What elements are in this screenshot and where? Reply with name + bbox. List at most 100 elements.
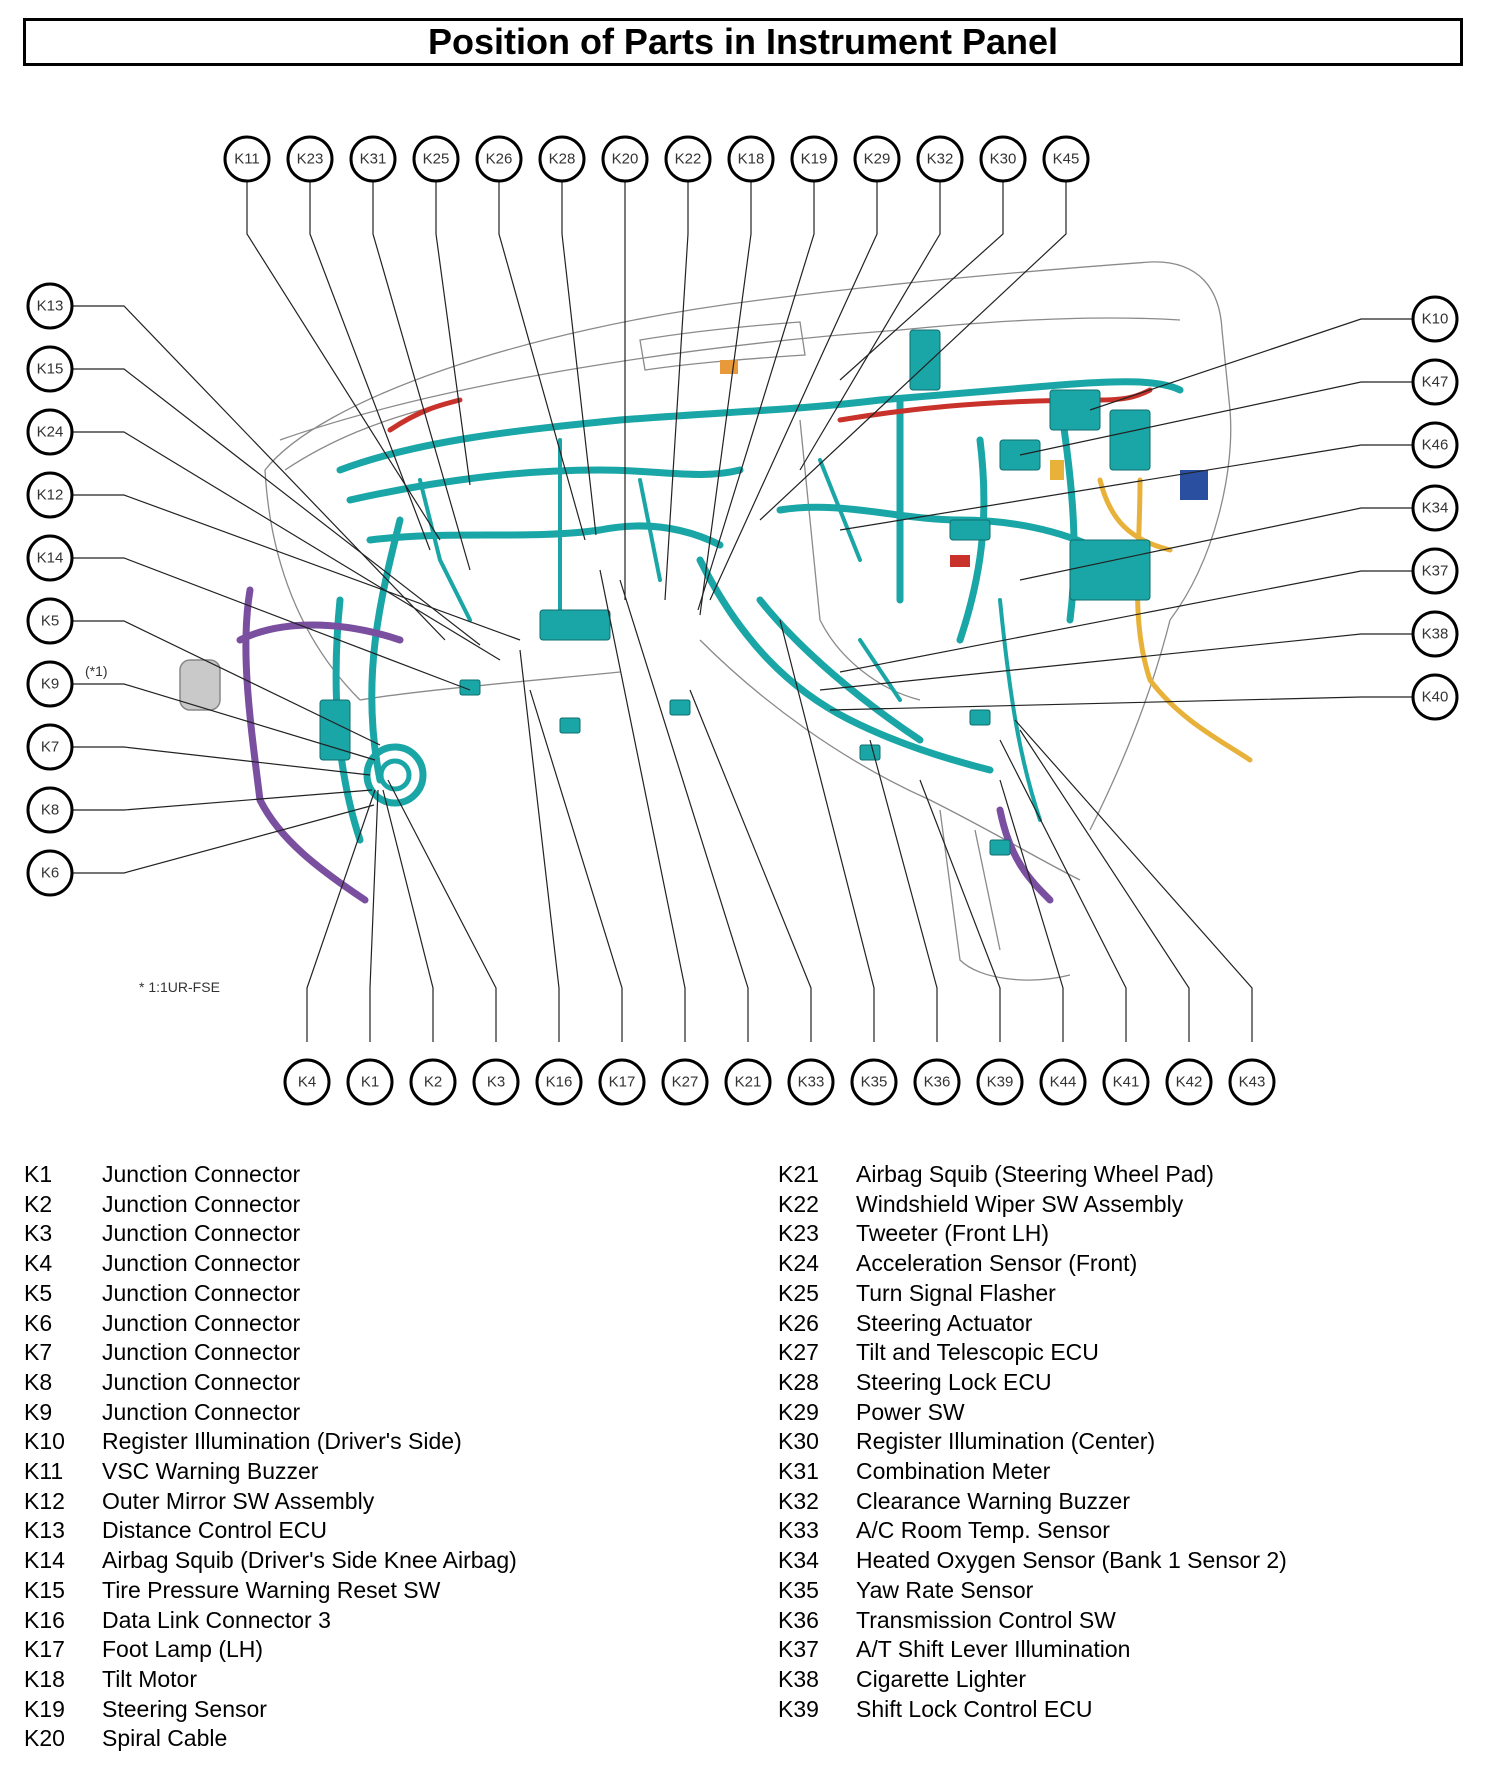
- callout-label: K36: [924, 1074, 951, 1091]
- callout-k16: K16: [535, 1058, 583, 1106]
- callout-label: K9: [41, 676, 59, 693]
- callout-label: K47: [1422, 374, 1449, 391]
- legend-code: K32: [778, 1487, 819, 1514]
- legend-code: K17: [24, 1636, 65, 1663]
- legend-code: K31: [778, 1458, 819, 1485]
- callout-label: K10: [1422, 311, 1449, 328]
- legend-code: K27: [778, 1339, 819, 1366]
- legend-code: K19: [24, 1695, 65, 1722]
- callout-label: K27: [672, 1074, 699, 1091]
- leader-lines: [70, 179, 1415, 1042]
- legend-code: K20: [24, 1725, 65, 1752]
- legend-code: K34: [778, 1547, 819, 1574]
- callout-k45: K45: [1042, 135, 1090, 183]
- legend-code: K14: [24, 1547, 65, 1574]
- legend-code: K13: [24, 1517, 65, 1544]
- callout-k14: K14: [26, 534, 74, 582]
- legend-part-name: Tilt Motor: [102, 1665, 197, 1692]
- callout-label: K20: [612, 151, 639, 168]
- legend-part-name: Airbag Squib (Steering Wheel Pad): [856, 1161, 1214, 1187]
- callout-k27: K27: [661, 1058, 709, 1106]
- legend-row: K14 Airbag Squib (Driver's Side Knee Airb…: [24, 1546, 517, 1576]
- legend-code: K9: [24, 1398, 53, 1425]
- legend-part-name: Junction Connector: [102, 1190, 301, 1217]
- legend-part-name: Foot Lamp (LH): [102, 1636, 264, 1663]
- legend-part-name: A/T Shift Lever Illumination: [856, 1636, 1131, 1663]
- legend-code: K30: [778, 1428, 819, 1455]
- legend-code: K12: [24, 1487, 65, 1514]
- callout-label: K40: [1422, 689, 1449, 706]
- legend-part-name: Tilt and Telescopic ECU: [856, 1339, 1099, 1366]
- callout-k18: K18: [727, 135, 775, 183]
- callout-k8: K8: [26, 786, 74, 834]
- legend-code: K36: [778, 1606, 819, 1633]
- legend-part-name: Windshield Wiper SW Assembly: [856, 1190, 1184, 1217]
- callout-k20: K20: [601, 135, 649, 183]
- legend-code: K24: [778, 1250, 819, 1277]
- callout-label: K37: [1422, 563, 1449, 580]
- wiring-harness: [179, 329, 1253, 904]
- legend-row: K22 Windshield Wiper SW Assembly: [778, 1190, 1287, 1220]
- callout-label: K35: [861, 1074, 888, 1091]
- legend-part-name: Shift Lock Control ECU: [856, 1695, 1093, 1722]
- legend-part-name: Junction Connector: [102, 1339, 301, 1366]
- callout-k4: K4: [283, 1058, 331, 1106]
- legend-part-name: Steering Actuator: [856, 1309, 1033, 1336]
- legend-code: K7: [24, 1339, 53, 1366]
- legend-code: K21: [778, 1161, 819, 1187]
- legend-part-name: Acceleration Sensor (Front): [856, 1250, 1138, 1277]
- legend-part-name: Steering Sensor: [102, 1695, 267, 1722]
- title-box: Position of Parts in Instrument Panel: [23, 18, 1463, 66]
- callout-label: K2: [424, 1074, 442, 1091]
- callout-k25: K25: [412, 135, 460, 183]
- callout-label: K1: [361, 1074, 379, 1091]
- legend-code: K3: [24, 1220, 53, 1247]
- callout-label: K18: [738, 151, 765, 168]
- callout-label: K15: [37, 361, 64, 378]
- callout-label: K34: [1422, 500, 1449, 517]
- callout-k46: K46: [1411, 421, 1459, 469]
- callout-label: K24: [37, 424, 64, 441]
- callout-k6: K6: [26, 849, 74, 897]
- legend-code: K37: [778, 1636, 819, 1663]
- legend-code: K6: [24, 1309, 53, 1336]
- legend-part-name: Clearance Warning Buzzer: [856, 1487, 1130, 1514]
- callout-label: K32: [927, 151, 954, 168]
- legend-part-name: Junction Connector: [102, 1220, 301, 1247]
- legend-row: K19 Steering Sensor: [24, 1695, 517, 1725]
- callout-label: K23: [297, 151, 324, 168]
- callout-label: K30: [990, 151, 1017, 168]
- callout-k2: K2: [409, 1058, 457, 1106]
- callout-k34: K34: [1411, 484, 1459, 532]
- callout-k30: K30: [979, 135, 1027, 183]
- legend-part-name: Outer Mirror SW Assembly: [102, 1487, 375, 1514]
- callout-label: K44: [1050, 1074, 1077, 1091]
- legend-right: K21 Airbag Squib (Steering Wheel Pad) K22 W…: [778, 1160, 1287, 1724]
- callout-label: K21: [735, 1074, 762, 1091]
- legend-code: K22: [778, 1190, 819, 1217]
- legend-part-name: Data Link Connector 3: [102, 1606, 331, 1633]
- k9-footnote-marker: (*1): [85, 663, 108, 679]
- legend-code: K35: [778, 1576, 819, 1603]
- legend-part-name: VSC Warning Buzzer: [102, 1458, 319, 1485]
- legend-code: K39: [778, 1695, 819, 1722]
- legend-part-name: Combination Meter: [856, 1458, 1051, 1485]
- legend-part-name: Airbag Squib (Driver's Side Knee Airbag): [102, 1547, 517, 1574]
- callout-k33: K33: [787, 1058, 835, 1106]
- callout-label: K43: [1239, 1074, 1266, 1091]
- callout-k9: K9: [26, 660, 74, 708]
- legend-part-name: Heated Oxygen Sensor (Bank 1 Sensor 2): [856, 1547, 1287, 1574]
- legend-row: K32 Clearance Warning Buzzer: [778, 1487, 1287, 1517]
- callout-label: K13: [37, 298, 64, 315]
- legend-part-name: Junction Connector: [102, 1279, 301, 1306]
